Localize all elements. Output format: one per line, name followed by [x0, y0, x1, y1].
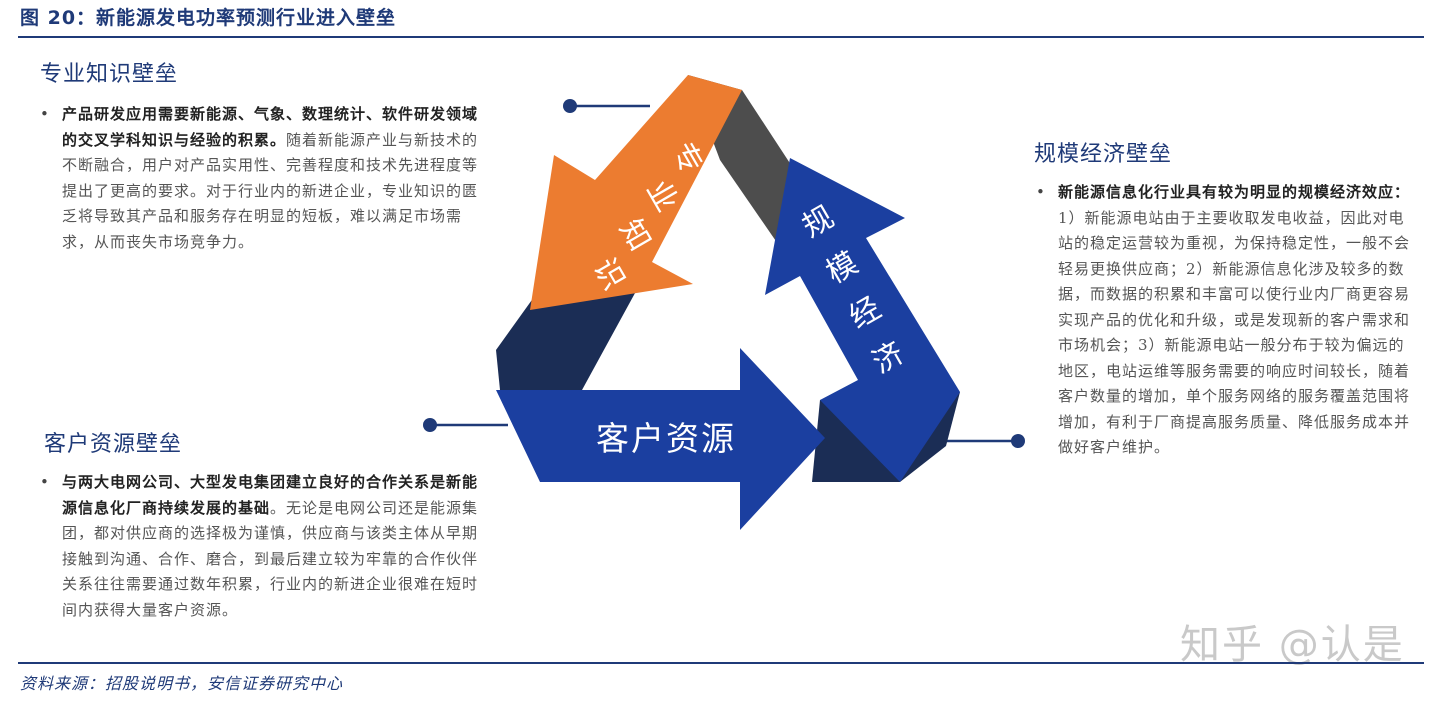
bullet-icon: •: [40, 105, 50, 123]
arrow-expertise: [530, 75, 742, 310]
expertise-paragraph: • 产品研发应用需要新能源、气象、数理统计、软件研发领域的交叉学科知识与经验的积累…: [40, 102, 490, 255]
scale-paragraph: • 新能源信息化行业具有较为明显的规模经济效应： 1）新能源电站由于主要收取发电收益…: [1036, 180, 1410, 461]
scale-heading: 规模经济壁垒: [1034, 142, 1173, 167]
connector-customer: [423, 418, 508, 432]
connector-scale: [942, 434, 1025, 448]
customer-text: 。无论是电网公司还是能源集团，都对供应商的选择极为谨慎，供应商与该类主体从早期接…: [62, 498, 479, 619]
customer-paragraph: • 与两大电网公司、大型发电集团建立良好的合作关系是新能源信息化厂商持续发展的基础…: [40, 470, 490, 623]
expertise-text: 随着新能源产业与新技术的不断融合，用户对产品实用性、完善程度和技术先进程度等提出…: [62, 130, 479, 251]
customer-bold-text: 与两大电网公司、大型发电集团建立良好的合作关系是新能源信息化厂商持续发展的基础: [62, 473, 479, 517]
customer-heading: 客户资源壁垒: [44, 432, 183, 457]
bottom-divider: [18, 662, 1424, 664]
connector-expertise: [563, 99, 650, 113]
bullet-icon: •: [1036, 183, 1046, 201]
scale-bold-text: 新能源信息化行业具有较为明显的规模经济效应：: [1058, 183, 1411, 201]
arrow-scale: [765, 158, 960, 482]
expertise-bold-text: 产品研发应用需要新能源、气象、数理统计、软件研发领域的交叉学科知识与经验的积累。: [62, 105, 479, 149]
scale-text: 1）新能源电站由于主要收取发电收益，因此对电站的稳定运营较为重视，为保持稳定性，…: [1058, 208, 1411, 457]
figure-title: 图 20：新能源发电功率预测行业进入壁垒: [20, 7, 397, 29]
watermark: 知乎 @认是: [1180, 622, 1405, 668]
arrow-customer: [496, 348, 825, 530]
expertise-heading: 专业知识壁垒: [40, 62, 179, 87]
top-divider: [18, 36, 1424, 38]
bullet-icon: •: [40, 473, 50, 491]
customer-arrow-label: 客户资源: [596, 419, 736, 458]
source-note: 资料来源：招股说明书，安信证券研究中心: [20, 674, 344, 693]
